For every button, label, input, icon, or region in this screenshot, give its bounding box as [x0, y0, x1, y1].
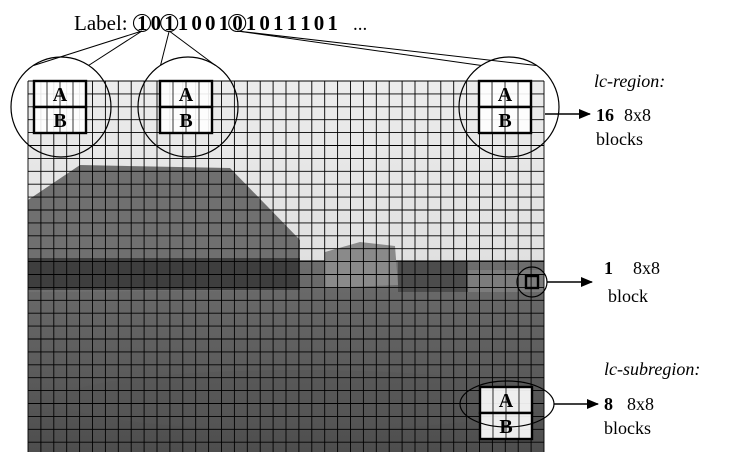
region-circle — [137, 56, 239, 158]
connector-line — [160, 30, 170, 66]
connector-line — [237, 30, 482, 66]
lc-region-annotation: lc-region: 16 8x8 blocks — [545, 71, 665, 149]
label-bit: 0 — [205, 11, 216, 35]
lc-subregion-count: 8 — [604, 394, 613, 414]
block-grid — [27, 80, 545, 452]
label-bit: 1 — [178, 11, 189, 35]
lc-region-unit: 8x8 — [624, 105, 651, 125]
connector-line — [168, 30, 216, 66]
single-block-count: 1 — [604, 258, 613, 278]
block-label-b: B — [53, 110, 66, 132]
lc-subregion-noun: blocks — [604, 418, 651, 438]
block-label-a: A — [179, 84, 194, 106]
region-circle — [10, 56, 112, 158]
single-block-unit: 8x8 — [633, 258, 660, 278]
label-bit: 1 — [287, 11, 298, 35]
block-label-a: A — [498, 84, 513, 106]
lc-subregion-block: AB — [478, 385, 534, 441]
lc-region-noun: blocks — [596, 129, 643, 149]
connector-line — [237, 30, 537, 66]
lc-subregion-title: lc-subregion: — [604, 359, 700, 379]
block-label-a: A — [499, 390, 514, 412]
shed — [325, 242, 398, 288]
single-block-annotation: 1 8x8 block — [516, 258, 660, 306]
label-bit: 1 — [219, 11, 230, 35]
label-bit: 1 — [137, 11, 148, 35]
region-circle — [458, 56, 560, 158]
block-label-b: B — [179, 110, 192, 132]
lc-region-title: lc-region: — [594, 71, 665, 91]
single-block-noun: block — [608, 286, 648, 306]
block-label-b: B — [498, 110, 511, 132]
label-bit: 0 — [151, 11, 162, 35]
label-bit: 1 — [327, 11, 338, 35]
label-bit: 1 — [164, 11, 175, 35]
single-block-highlight — [524, 274, 540, 290]
block-label-a: A — [53, 84, 68, 106]
lc-region: AB — [10, 56, 112, 158]
connector-lines — [33, 30, 537, 66]
lc-subregion-annotation: lc-subregion: 8 8x8 blocks — [459, 359, 700, 438]
lc-region: AB — [137, 56, 239, 158]
label-bit: 0 — [259, 11, 270, 35]
label-bit: 0 — [232, 11, 243, 35]
house-wall — [28, 258, 300, 290]
label-bit: 1 — [246, 11, 256, 35]
connector-line — [88, 30, 143, 66]
connector-line — [33, 30, 143, 66]
label-prefix: Label: — [74, 11, 128, 35]
lc-subregion-unit: 8x8 — [627, 394, 654, 414]
label-bit: 1 — [273, 11, 284, 35]
lc-region: AB — [458, 56, 560, 158]
label-bit: 1 — [300, 11, 311, 35]
label-ellipsis: ... — [353, 14, 367, 35]
label-bit: 0 — [314, 11, 325, 35]
label-bit: 0 — [191, 11, 202, 35]
lc-region-count: 16 — [596, 105, 614, 125]
field-shadow — [60, 370, 540, 430]
